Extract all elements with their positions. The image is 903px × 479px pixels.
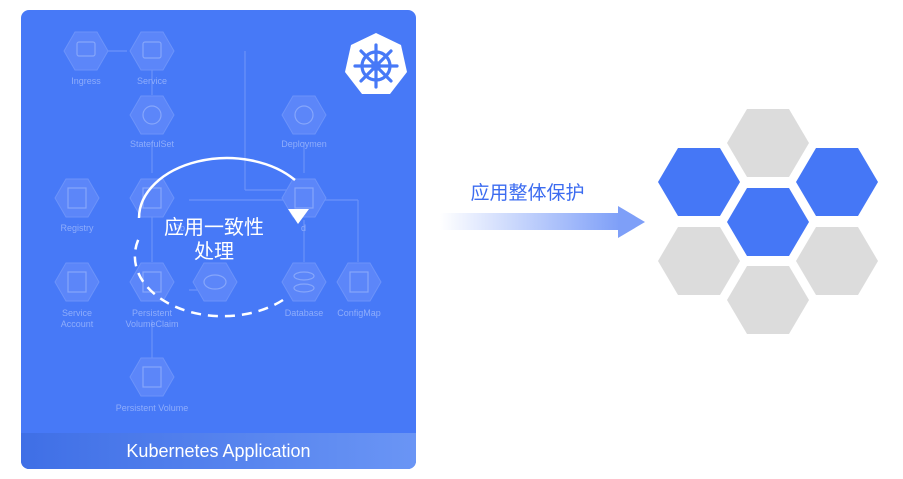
loop-line-2: 处理 bbox=[194, 239, 234, 263]
hex-upper-left bbox=[658, 148, 740, 216]
pv-icon bbox=[129, 357, 175, 397]
hex-lower-right bbox=[796, 227, 878, 295]
component-label-registry: Registry bbox=[60, 223, 94, 233]
registry-icon bbox=[54, 178, 100, 218]
component-label-pvc: Persistent VolumeClaim bbox=[125, 308, 179, 329]
service-icon bbox=[129, 31, 175, 71]
protection-label: 应用整体保护 bbox=[470, 182, 585, 204]
kubernetes-application-panel: Ingress Service StatefulSet Deploymen Re… bbox=[21, 10, 416, 469]
component-label-pod: Po bbox=[173, 223, 185, 233]
database-icon bbox=[281, 262, 327, 302]
component-label-service-account: Service Account bbox=[60, 308, 94, 329]
component-diagram bbox=[54, 31, 382, 397]
statefulset-icon bbox=[129, 95, 175, 135]
hex-center bbox=[727, 188, 809, 256]
service-account-icon bbox=[54, 262, 100, 302]
component-label-pv: Persistent Volume bbox=[115, 403, 189, 413]
consistency-loop-arc bbox=[137, 156, 296, 219]
loop-line-1: 应用一致性 bbox=[164, 215, 264, 239]
hexagon-cluster bbox=[658, 109, 878, 334]
volume-icon bbox=[192, 262, 238, 302]
arrow-icon bbox=[440, 206, 645, 238]
deployment-icon bbox=[281, 95, 327, 135]
hex-top bbox=[727, 109, 809, 177]
consistency-processing-label: 应用一致性 处理 bbox=[139, 215, 289, 263]
ingress-icon bbox=[63, 31, 109, 71]
loop-arrowhead bbox=[288, 209, 309, 224]
component-label-statefulset: StatefulSet bbox=[129, 139, 175, 149]
component-label-ingress: Ingress bbox=[71, 76, 101, 86]
component-label-database: Database bbox=[284, 308, 324, 318]
panel-footer-title: Kubernetes Application bbox=[21, 433, 416, 469]
hex-upper-right bbox=[796, 148, 878, 216]
component-label-deployment: Deploymen bbox=[281, 139, 327, 149]
component-label-pod2: d bbox=[301, 223, 307, 233]
kubernetes-helm-icon bbox=[345, 33, 407, 94]
hex-lower-left bbox=[658, 227, 740, 295]
component-label-service: Service bbox=[136, 76, 167, 86]
configmap-icon bbox=[336, 262, 382, 302]
component-label-configmap: ConfigMap bbox=[337, 308, 381, 318]
pvc-icon bbox=[129, 262, 175, 302]
hex-bottom bbox=[727, 266, 809, 334]
